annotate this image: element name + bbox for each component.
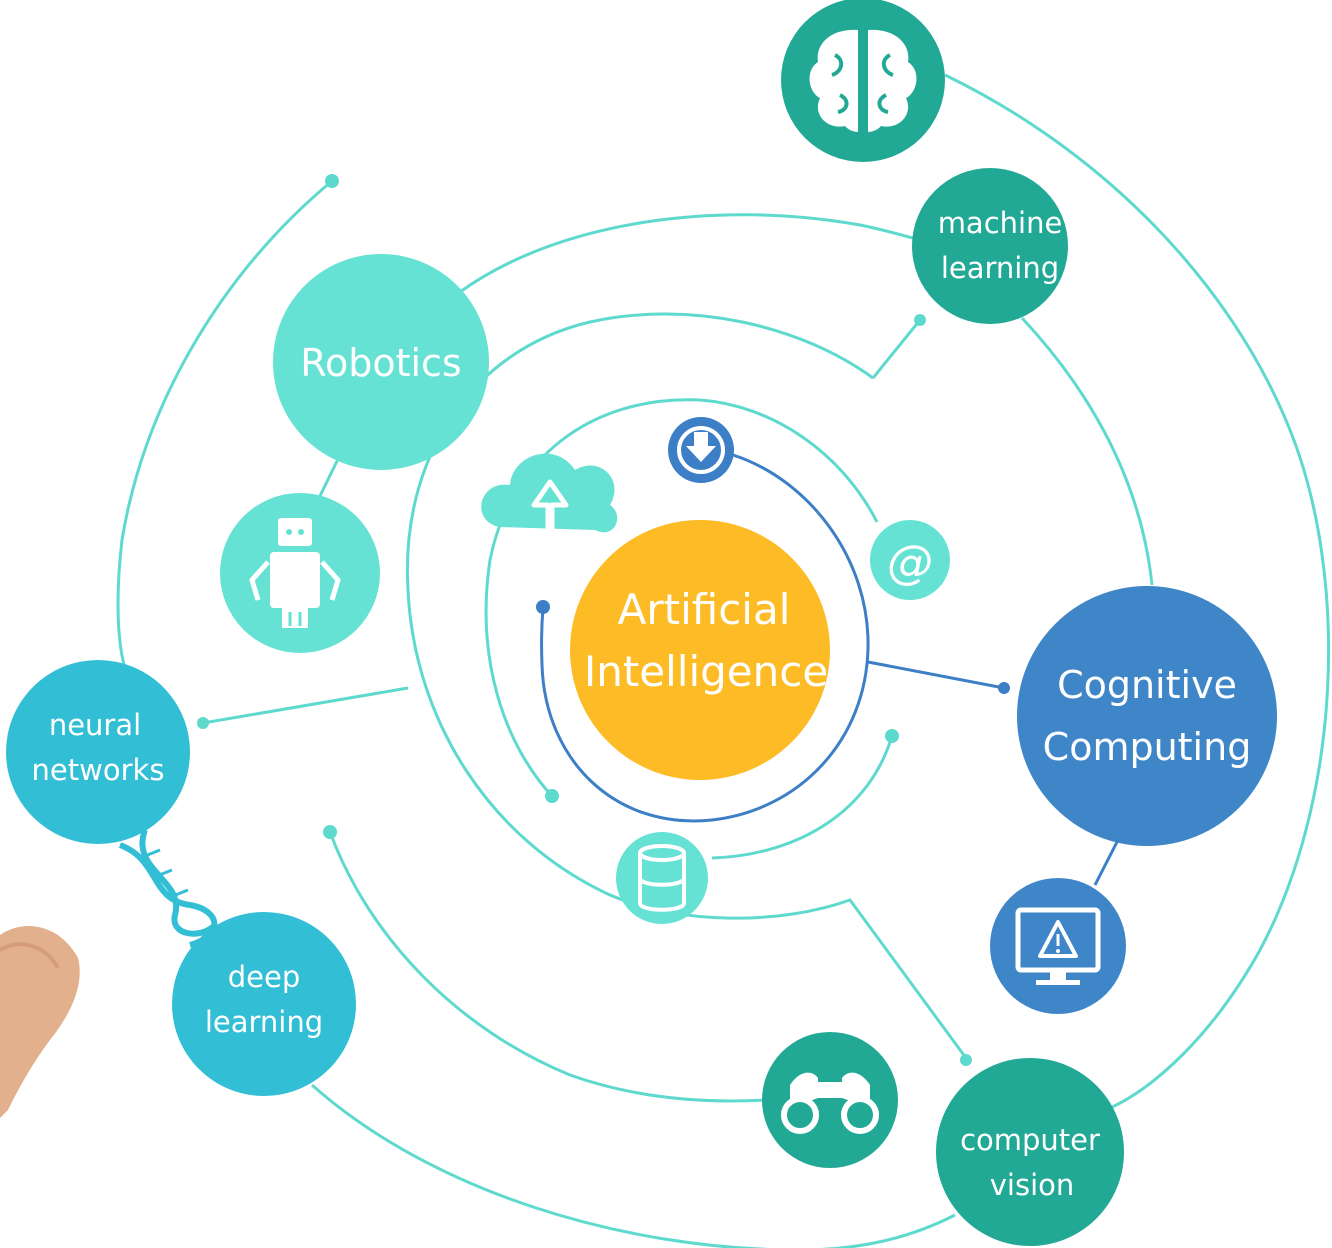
database-icon (616, 832, 708, 924)
center-node: Artificial Intelligence (570, 520, 830, 780)
robotics-label: Robotics (300, 341, 461, 385)
computer-vision-line2: vision (990, 1168, 1075, 1202)
center-line1: Artificial (618, 585, 791, 634)
robot-icon (220, 493, 380, 653)
cognitive-line2: Computing (1043, 725, 1252, 769)
machine-learning-line1: machine (938, 206, 1063, 240)
neural-networks-node: neural networks (6, 660, 190, 844)
cognitive-monitor-link (1093, 839, 1120, 886)
svg-text:@: @ (887, 535, 933, 589)
neural-networks-line2: networks (32, 753, 165, 787)
binoculars-icon (762, 1032, 898, 1168)
warning-monitor-icon (990, 878, 1126, 1014)
deep-learning-line1: deep (228, 960, 301, 994)
download-icon (668, 417, 734, 483)
hand-illustration (0, 926, 80, 1118)
cloud-upload-icon (481, 453, 618, 543)
computer-vision-line1: computer (960, 1123, 1100, 1157)
machine-learning-line2: learning (941, 251, 1059, 285)
at-sign-icon: @ (870, 520, 950, 600)
cognitive-computing-node: Cognitive Computing (1017, 586, 1277, 846)
deep-learning-line2: learning (205, 1005, 323, 1039)
center-line2: Intelligence (584, 647, 828, 696)
connector-dots (197, 174, 1010, 1066)
brain-icon (781, 0, 945, 162)
machine-learning-node: machine learning (912, 168, 1068, 324)
neural-networks-line1: neural (49, 708, 141, 742)
inner-blue-ring (540, 453, 1005, 823)
connector-lines (116, 73, 1331, 1248)
cognitive-line1: Cognitive (1057, 663, 1237, 707)
deep-learning-node: deep learning (172, 912, 356, 1096)
dna-icon (118, 828, 218, 948)
computer-vision-node: computer vision (936, 1058, 1124, 1246)
robotics-node: Robotics (273, 254, 489, 470)
